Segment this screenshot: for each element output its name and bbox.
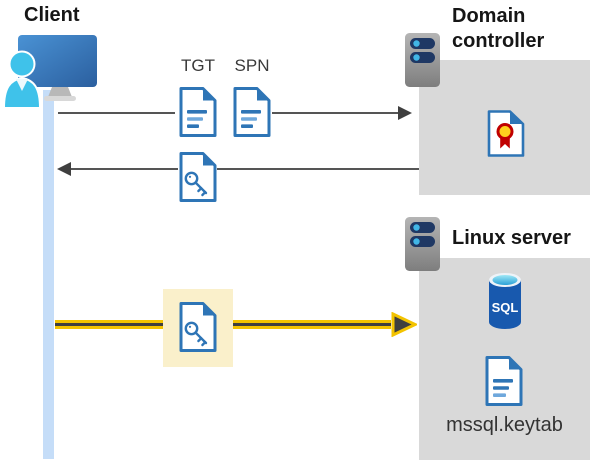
highlighted-key-document-icon <box>179 302 217 352</box>
key-icon <box>184 321 208 347</box>
monitor-icon <box>18 35 97 101</box>
domain-controller-label: Domain controller <box>452 5 545 52</box>
tgt-document-icon <box>179 87 217 137</box>
spn-label: SPN <box>234 56 270 75</box>
auth-arrowhead-icon <box>391 312 417 337</box>
keytab-label: mssql.keytab <box>446 414 563 436</box>
client-label: Client <box>24 4 80 26</box>
domain-controller-server-icon <box>405 33 440 87</box>
response-arrowhead-icon <box>57 162 71 176</box>
sql-database-icon: SQL <box>489 273 521 329</box>
linux-server-icon <box>405 217 440 271</box>
keytab-document-icon <box>485 356 523 406</box>
sql-badge-label: SQL <box>492 300 519 315</box>
request-arrow-line-right <box>272 112 398 114</box>
response-arrow-line-left <box>71 168 178 170</box>
spn-document-icon <box>233 87 271 137</box>
request-arrow-line-left <box>58 112 175 114</box>
client-lifeline <box>43 90 54 459</box>
linux-server-label: Linux server <box>452 227 571 249</box>
certificate-document-icon <box>487 110 525 157</box>
response-arrow-line-right <box>217 168 419 170</box>
auth-arrow-band-left <box>55 320 163 329</box>
ticket-key-document-icon <box>179 152 217 202</box>
key-icon <box>184 171 208 197</box>
auth-arrow-band-right <box>233 320 391 329</box>
request-arrowhead-icon <box>398 106 412 120</box>
user-icon <box>2 50 42 108</box>
client-device-icon <box>2 35 97 108</box>
tgt-label: TGT <box>181 56 215 75</box>
